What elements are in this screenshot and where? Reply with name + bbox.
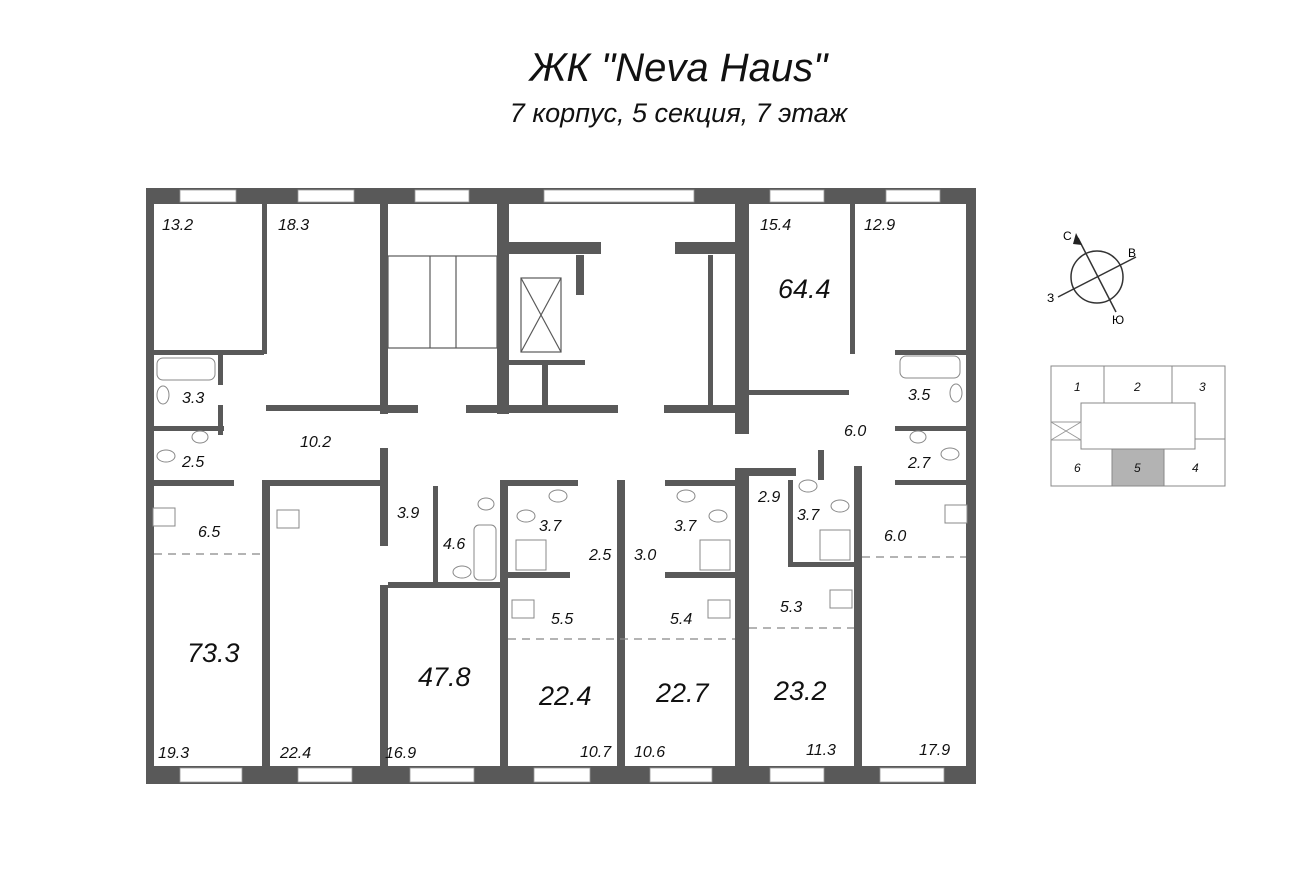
total-area-label: 22.4 (538, 681, 592, 711)
area-label: 3.7 (797, 507, 820, 524)
area-label: 5.3 (780, 599, 802, 616)
compass-west: З (1047, 291, 1054, 305)
sink-icon (798, 479, 818, 493)
windows (179, 189, 945, 783)
area-label: 2.7 (907, 455, 931, 472)
total-area-label: 23.2 (773, 676, 827, 706)
area-label: 15.4 (760, 217, 791, 234)
area-label: 10.7 (580, 744, 612, 761)
page-title: ЖК "Neva Haus" (529, 46, 828, 90)
kitchen-zone-lines (154, 553, 966, 640)
stove-icon (511, 599, 535, 619)
stove-icon (829, 589, 853, 609)
section-key-map: 1 2 3 4 5 6 (1050, 365, 1226, 487)
total-area-label: 22.7 (655, 678, 710, 708)
sink-icon (191, 430, 209, 444)
compass-east: В (1128, 246, 1136, 260)
area-label: 3.7 (674, 518, 697, 535)
area-label: 6.0 (844, 423, 866, 440)
stove-icon (276, 509, 300, 529)
section-label: 5 (1134, 461, 1141, 475)
section-label: 3 (1199, 380, 1206, 394)
area-label: 5.5 (551, 611, 573, 628)
north-arrow-icon (1073, 233, 1082, 245)
area-label: 6.5 (198, 524, 220, 541)
sink-icon (909, 430, 927, 444)
interior-walls (154, 204, 966, 770)
bathtub-icon (156, 357, 216, 381)
toilet-icon (708, 509, 728, 523)
area-label: 3.5 (908, 387, 930, 404)
area-label: 2.9 (757, 489, 780, 506)
section-label: 4 (1192, 461, 1199, 475)
page-subtitle: 7 корпус, 5 секция, 7 этаж (509, 98, 848, 128)
area-label: 22.4 (279, 745, 311, 762)
sink-icon (156, 385, 170, 405)
area-label: 3.0 (634, 547, 656, 564)
toilet-icon (830, 499, 850, 513)
toilet-icon (940, 447, 960, 461)
sink-icon (676, 489, 696, 503)
area-label: 5.4 (670, 611, 692, 628)
compass-north: С (1063, 229, 1072, 243)
area-label: 18.3 (278, 217, 309, 234)
section-5-highlight (1111, 448, 1165, 487)
section-label: 2 (1133, 380, 1141, 394)
toilet-icon (156, 449, 176, 463)
toilet-icon (477, 497, 495, 511)
area-label: 3.7 (539, 518, 562, 535)
compass-circle-icon (1070, 250, 1124, 304)
area-label: 6.0 (884, 528, 906, 545)
area-label: 12.9 (864, 217, 895, 234)
toilet-icon (516, 509, 536, 523)
total-area-label: 73.3 (187, 638, 240, 668)
section-label: 1 (1074, 380, 1081, 394)
area-label: 16.9 (385, 745, 416, 762)
bathtub-icon (473, 524, 497, 581)
area-label: 2.5 (181, 454, 204, 471)
sink-icon (452, 565, 472, 579)
compass: С В Ю З (1047, 229, 1137, 327)
area-label: 17.9 (919, 742, 950, 759)
area-label: 10.6 (634, 744, 665, 761)
bathtub-icon (899, 355, 961, 379)
area-label: 19.3 (158, 745, 189, 762)
area-label: 2.5 (588, 547, 611, 564)
total-area-label: 64.4 (778, 274, 831, 304)
fixtures (152, 355, 968, 619)
sink-icon (548, 489, 568, 503)
stove-icon (152, 507, 176, 527)
total-area-label: 47.8 (418, 662, 471, 692)
room-labels: 13.2 18.3 3.3 2.5 10.2 15.4 12.9 64.4 3.… (158, 217, 950, 762)
compass-south: Ю (1112, 313, 1124, 327)
stove-icon (707, 599, 731, 619)
stove-icon (944, 504, 968, 524)
area-label: 11.3 (806, 742, 836, 759)
area-label: 13.2 (162, 217, 193, 234)
area-label: 3.3 (182, 390, 204, 407)
area-label: 10.2 (300, 434, 331, 451)
shower-icon (515, 539, 547, 571)
section-label: 6 (1074, 461, 1081, 475)
shower-icon (699, 539, 731, 571)
area-label: 3.9 (397, 505, 419, 522)
area-label: 4.6 (443, 536, 465, 553)
sink-icon (949, 383, 963, 403)
shower-icon (819, 529, 851, 561)
